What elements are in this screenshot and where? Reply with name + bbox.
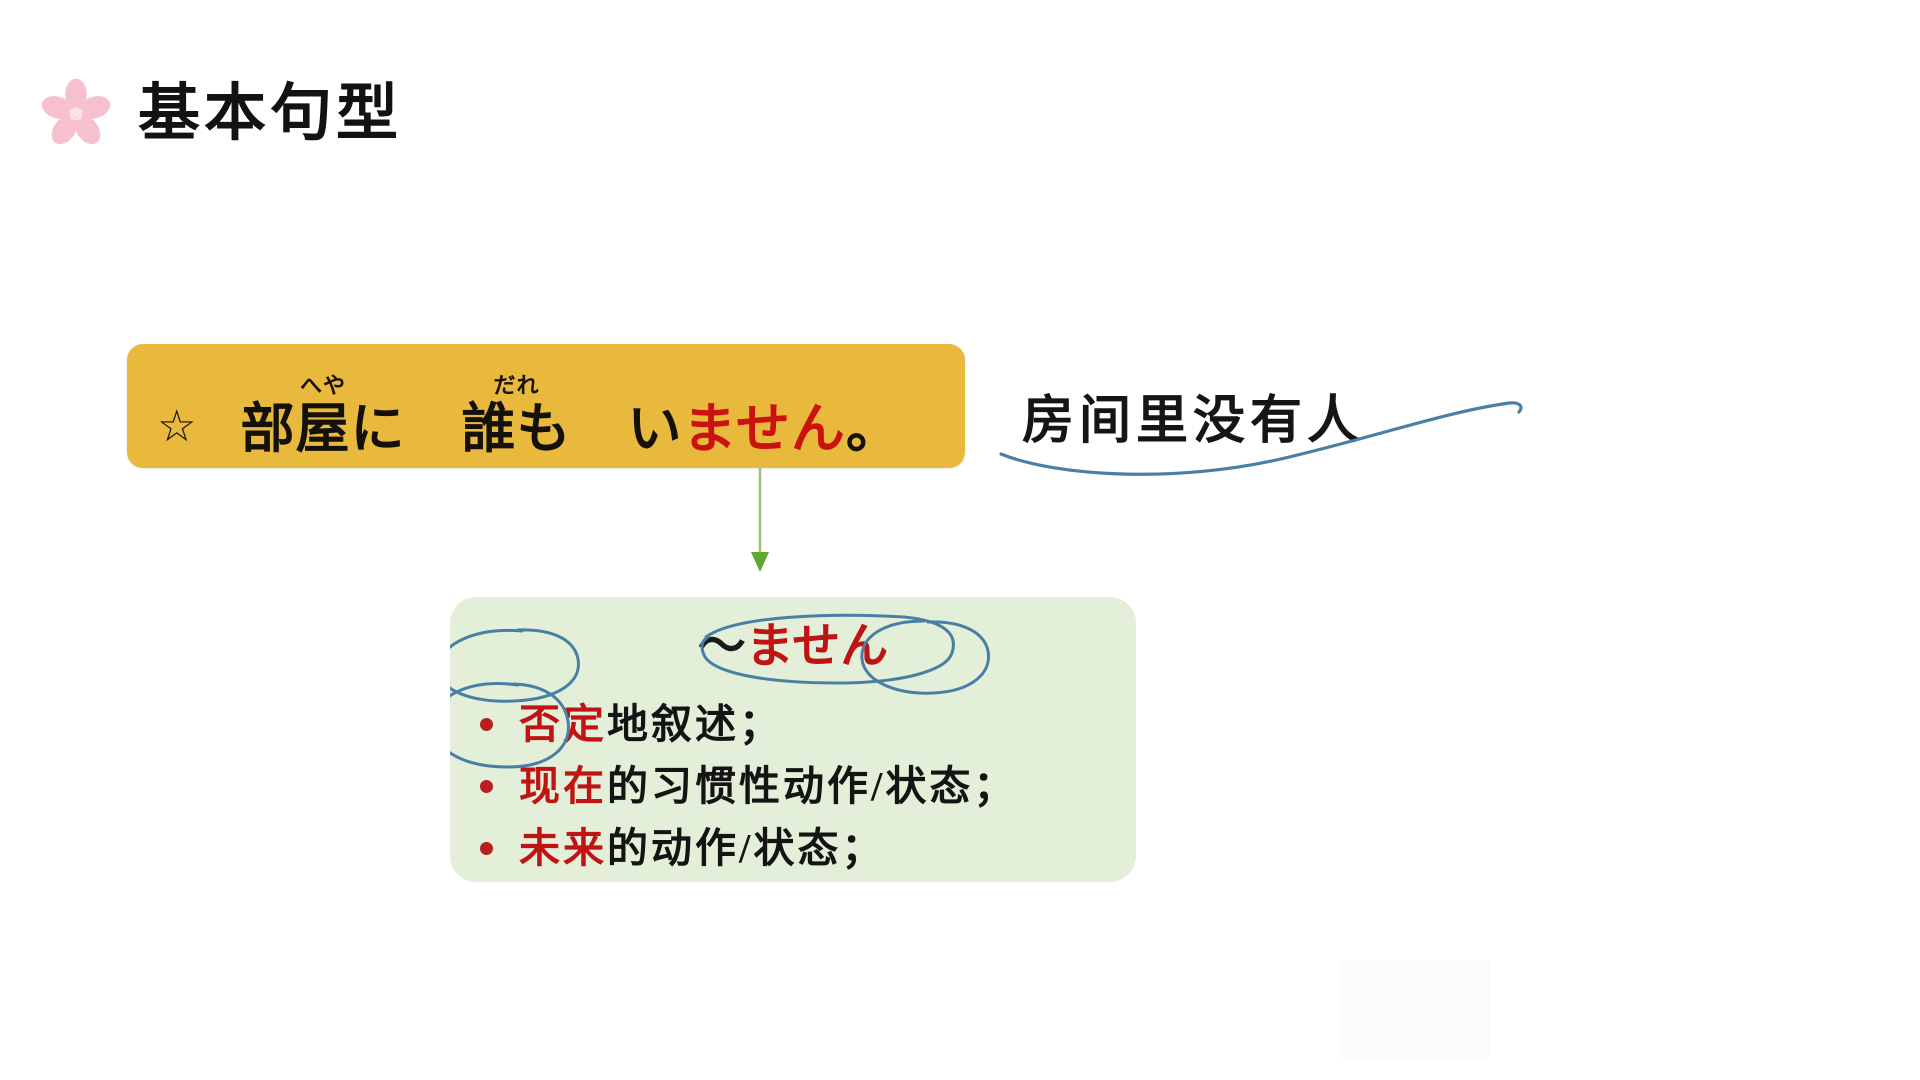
bullet-dot-icon	[480, 779, 493, 793]
sentence-word-masen: ません	[682, 375, 845, 458]
sentence-word-i: い	[627, 375, 682, 458]
list-item-red-3: 未来	[519, 824, 607, 871]
heading-masen: ません	[745, 620, 889, 673]
list-item-text: 否定地叙述；	[519, 700, 783, 747]
explanation-list: 否定地叙述； 现在的习惯性动作/状态； 未来的动作/状态；	[472, 693, 1120, 879]
list-item-red-2: 现在	[519, 762, 607, 809]
list-item-black-2: 的习惯性动作/状态；	[607, 762, 1018, 809]
list-item-text: 现在的习惯性动作/状态；	[519, 762, 1018, 809]
list-item: 现在的习惯性动作/状态；	[472, 755, 1120, 817]
bullet-dot-icon	[480, 717, 493, 731]
furigana-heya: へや	[299, 373, 346, 399]
sentence-base-heya: 部屋に	[240, 399, 406, 460]
list-item: 未来的动作/状态；	[472, 817, 1120, 879]
bullet-dot-icon	[480, 841, 493, 855]
list-item-red-1: 否定	[519, 700, 607, 747]
sentence-base-daremo: 誰も	[461, 399, 572, 460]
sakura-flower-icon	[41, 78, 111, 145]
explanation-heading: ～ません	[450, 623, 1136, 671]
sentence-line: ☆ へや 部屋に だれ 誰も い ません 。	[157, 375, 947, 458]
sentence-card: ☆ へや 部屋に だれ 誰も い ません 。	[127, 344, 965, 468]
list-item-text: 未来的动作/状态；	[519, 824, 886, 871]
page-title: 基本句型	[138, 79, 403, 148]
list-item-black-3: 的动作/状态；	[607, 824, 886, 871]
list-item: 否定地叙述；	[472, 693, 1120, 755]
flow-arrow-down-icon	[751, 468, 769, 572]
sentence-word-period: 。	[846, 375, 901, 458]
page-title-row: 基本句型	[40, 78, 402, 150]
heading-tilde: ～	[697, 620, 746, 673]
sentence-base-i: い	[627, 399, 683, 460]
chinese-gloss-text: 房间里没有人	[1022, 393, 1365, 450]
sentence-base-masen: ません	[682, 399, 846, 460]
list-item-black-1: 地叙述；	[607, 700, 783, 747]
explanation-card: ～ません 否定地叙述； 现在的习惯性动作/状态； 未来的动作/状态；	[450, 597, 1136, 882]
furigana-dare: だれ	[493, 373, 540, 399]
faint-watermark-artifact	[1340, 960, 1490, 1058]
sentence-word-daremo: だれ 誰も	[461, 375, 571, 458]
sentence-base-period: 。	[845, 399, 901, 460]
star-icon: ☆	[157, 402, 197, 452]
sentence-word-heya: へや 部屋に	[240, 375, 405, 458]
